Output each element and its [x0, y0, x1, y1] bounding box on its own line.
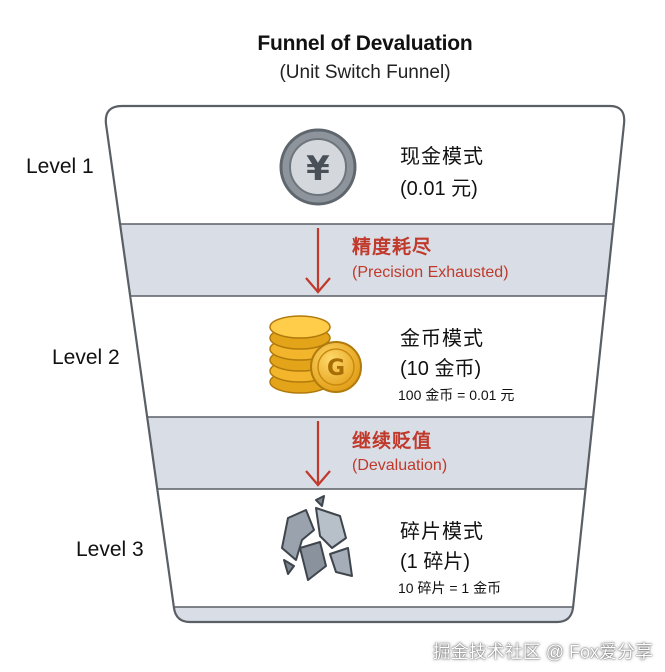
down-arrow-icon [305, 421, 331, 487]
bottom-band [105, 607, 625, 622]
transition-band-2 [105, 417, 625, 489]
level-2-mode-title: 金币模式 [400, 328, 484, 350]
transition-2-title: 继续贬值 [352, 431, 433, 452]
down-arrow-icon [305, 228, 331, 294]
level-2-note: 100 金币 = 0.01 元 [398, 387, 515, 403]
broken-shard-icon [281, 495, 353, 581]
yuan-coin-icon: ¥ [279, 128, 357, 206]
level-3-label: Level 3 [76, 538, 144, 561]
level-1-label: Level 1 [26, 155, 94, 178]
transition-2-sub: (Devaluation) [352, 457, 448, 474]
level-2-mode-sub: (10 金币) [400, 358, 482, 380]
level-1-mode-sub: (0.01 元) [400, 178, 478, 200]
level-3-note: 10 碎片 = 1 金币 [398, 580, 502, 596]
funnel-outline [104, 104, 626, 624]
level-1-mode-title: 现金模式 [400, 146, 484, 168]
watermark-text: 掘金技术社区 @ Fox爱分享 [432, 642, 653, 662]
transition-1-sub: (Precision Exhausted) [352, 264, 509, 281]
level-2-label: Level 2 [52, 346, 120, 369]
svg-text:G: G [327, 356, 345, 381]
svg-text:¥: ¥ [306, 149, 330, 189]
diagram-title: Funnel of Devaluation [257, 32, 473, 55]
gold-coins-icon: G [269, 315, 362, 394]
diagram-subtitle: (Unit Switch Funnel) [279, 62, 451, 83]
transition-1-title: 精度耗尽 [352, 237, 433, 258]
level-3-mode-title: 碎片模式 [400, 521, 484, 543]
transition-band-1 [105, 224, 625, 296]
level-3-mode-sub: (1 碎片) [400, 551, 470, 573]
